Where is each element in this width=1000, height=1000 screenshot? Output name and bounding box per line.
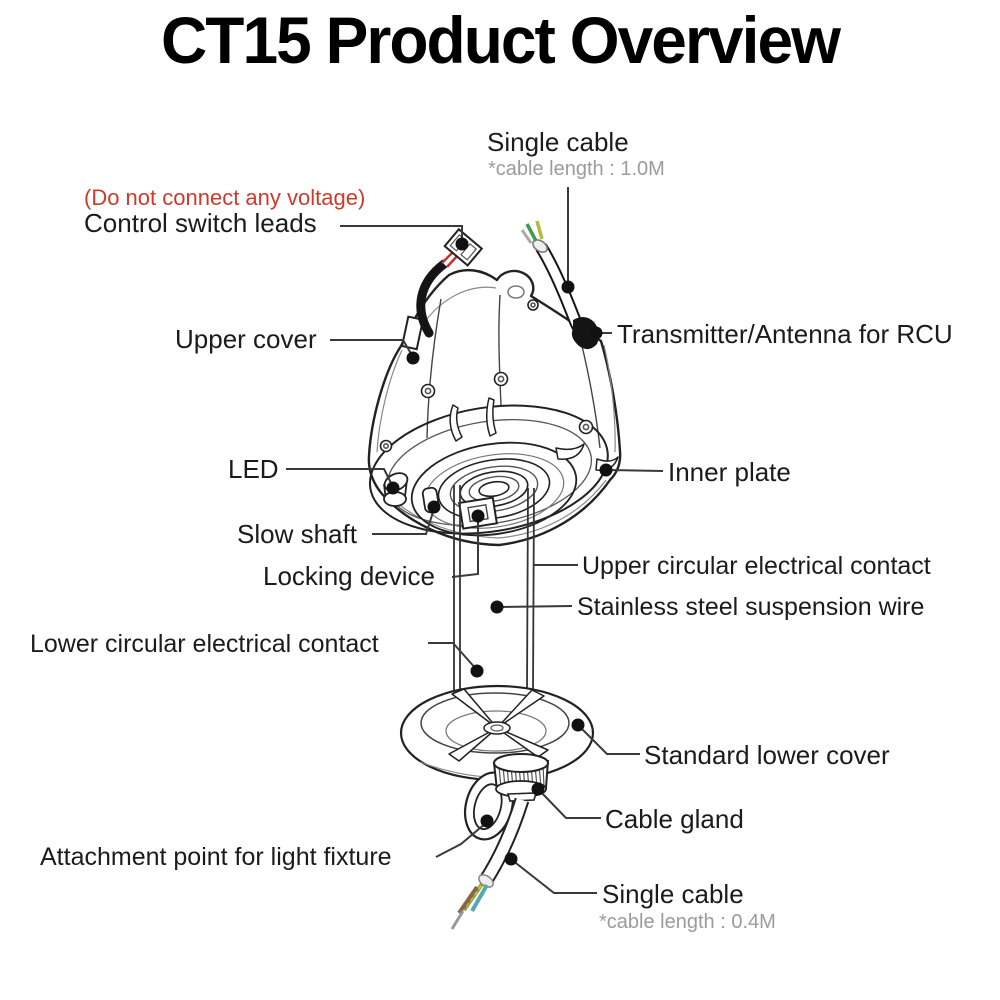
leader-led (286, 468, 394, 488)
leader-dots (386, 237, 613, 866)
housing-seams (376, 286, 616, 539)
bottom-cable-part (450, 797, 530, 930)
note-top-cable-length: *cable length : 1.0M (488, 158, 665, 180)
leader-inner-plate (607, 469, 664, 472)
leader-bottom-cable (511, 859, 597, 894)
label-slow-shaft: Slow shaft (237, 519, 357, 549)
leader-attachment (435, 822, 487, 858)
leader-slow-shaft (372, 508, 435, 535)
leader-upper-cover (330, 339, 414, 358)
label-inner-plate: Inner plate (668, 457, 791, 487)
leader-cable-gland (538, 789, 601, 819)
label-upper-cover: Upper cover (175, 324, 317, 354)
label-transmitter: Transmitter/Antenna for RCU (617, 319, 953, 349)
leader-control-switch (340, 225, 463, 242)
page-title: CT15 Product Overview (161, 3, 841, 77)
label-upper-contact: Upper circular electrical contact (582, 552, 931, 580)
leader-lines (286, 187, 664, 894)
label-bottom-single-cable: Single cable (602, 879, 744, 909)
leader-lower-cover (578, 725, 640, 755)
note-bottom-cable-length: *cable length : 0.4M (599, 911, 776, 933)
label-lower-contact: Lower circular electrical contact (30, 630, 379, 658)
cover-fins (448, 688, 549, 762)
label-cable-gland: Cable gland (605, 804, 744, 834)
label-control-switch-leads: Control switch leads (84, 208, 317, 238)
label-led: LED (228, 454, 279, 484)
leader-lower-contact (428, 642, 478, 671)
label-standard-lower-cover: Standard lower cover (644, 740, 890, 770)
lower-cover-part (399, 684, 595, 782)
label-suspension-wire: Stainless steel suspension wire (577, 593, 925, 621)
label-voltage-warning: (Do not connect any voltage) (84, 185, 366, 210)
label-attachment-point: Attachment point for light fixture (40, 843, 392, 871)
rim-clips (449, 397, 619, 471)
top-hole (507, 285, 525, 299)
suspension-wires (453, 485, 535, 693)
label-locking-device: Locking device (263, 561, 435, 591)
leader-locking-device (451, 517, 479, 578)
antenna-part (571, 316, 599, 350)
label-top-single-cable: Single cable (487, 127, 629, 157)
mounting-bracket (400, 315, 425, 351)
leader-suspension-wire (498, 605, 573, 608)
main-housing (367, 268, 622, 547)
electrical-contact-rings (437, 458, 551, 520)
screws (379, 299, 594, 453)
